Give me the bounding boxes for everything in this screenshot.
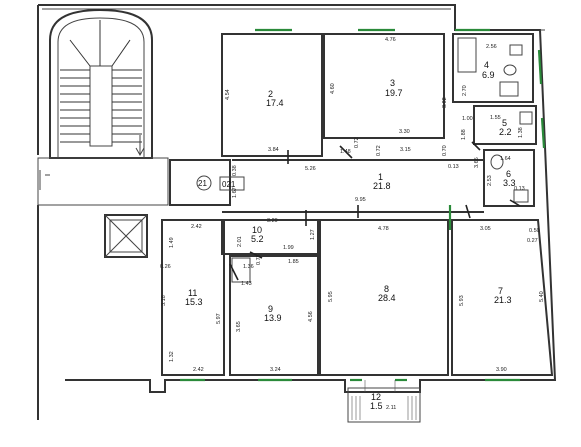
room-7-area: 21.3 bbox=[494, 295, 512, 305]
dim-label: 1.36 bbox=[243, 264, 254, 270]
dim-label: 1.49 bbox=[169, 237, 175, 248]
room-1-number: 1 bbox=[378, 172, 383, 182]
room-8-number: 8 bbox=[384, 284, 389, 294]
dim-label: 3.92 bbox=[442, 97, 448, 108]
room-labels: 2 17.4 3 19.7 4 6.9 5 2.2 6 3.3 1 21.8 7… bbox=[185, 60, 516, 411]
elevator-shaft bbox=[104, 214, 148, 258]
dim-label: 4.78 bbox=[378, 226, 389, 232]
dim-label: 1.67 bbox=[232, 187, 238, 198]
room-5-area: 2.2 bbox=[499, 127, 512, 137]
dim-label: 5.95 bbox=[328, 291, 334, 302]
dim-label: 3.15 bbox=[400, 147, 411, 153]
dim-label: 0.13 bbox=[448, 164, 459, 170]
room-4-area: 6.9 bbox=[482, 70, 495, 80]
lobby-box-label: 021 bbox=[222, 180, 236, 189]
dim-label: 9.95 bbox=[355, 197, 366, 203]
dim-label: 1.55 bbox=[490, 115, 501, 121]
dim-label: 0.75 bbox=[256, 254, 262, 265]
dim-label: 1.64 bbox=[500, 156, 511, 162]
dim-label: 2.42 bbox=[191, 224, 202, 230]
lobby-circle bbox=[196, 175, 212, 191]
dim-label: 0.26 bbox=[160, 264, 171, 270]
dim-label: 0.50 bbox=[529, 228, 540, 234]
dim-label: 4.56 bbox=[308, 311, 314, 322]
dim-label: 1.00 bbox=[462, 116, 473, 122]
dim-label: 1.27 bbox=[310, 229, 316, 240]
room-2-number: 2 bbox=[268, 89, 273, 99]
dim-label: 1.43 bbox=[241, 281, 252, 287]
dim-label: 3.30 bbox=[399, 129, 410, 135]
dim-label: 5.40 bbox=[539, 291, 545, 302]
interior-walls bbox=[161, 33, 554, 423]
room-9-number: 9 bbox=[268, 304, 273, 314]
dim-label: 4.76 bbox=[385, 37, 396, 43]
entrance-steps bbox=[351, 380, 417, 420]
room-2-area: 17.4 bbox=[266, 98, 284, 108]
dim-label: 3.65 bbox=[474, 157, 480, 168]
dim-label: 3.05 bbox=[480, 226, 491, 232]
dim-label: 4.60 bbox=[330, 83, 336, 94]
dim-label: 1.88 bbox=[461, 129, 467, 140]
dim-label: 5.97 bbox=[216, 313, 222, 324]
room-12-number: 12 bbox=[371, 392, 381, 402]
dim-label: 1.85 bbox=[288, 259, 299, 265]
room-7-number: 7 bbox=[498, 286, 503, 296]
dim-label: 0.70 bbox=[442, 145, 448, 156]
dim-label: 2.53 bbox=[487, 175, 493, 186]
dim-label: 1.99 bbox=[283, 245, 294, 251]
entry-lobby bbox=[169, 159, 245, 206]
room-6-number: 6 bbox=[506, 169, 511, 179]
room-12-area: 1.5 bbox=[370, 401, 383, 411]
room-5-number: 5 bbox=[502, 118, 507, 128]
room-10-number: 10 bbox=[252, 225, 262, 235]
room-4-number: 4 bbox=[484, 60, 489, 70]
dim-label: 0.38 bbox=[232, 165, 238, 176]
room-10-area: 5.2 bbox=[251, 234, 264, 244]
dim-label: 2.11 bbox=[386, 405, 396, 411]
dim-label: 2.70 bbox=[462, 85, 468, 96]
dim-label: 3.24 bbox=[270, 367, 281, 373]
doors bbox=[229, 141, 521, 281]
dim-label: 3.29 bbox=[267, 218, 278, 224]
windows bbox=[180, 28, 546, 382]
room-9-area: 13.9 bbox=[264, 313, 282, 323]
dim-label: 1.32 bbox=[169, 351, 175, 362]
room-11-area: 15.3 bbox=[185, 297, 203, 307]
dim-label: 2.01 bbox=[237, 236, 243, 247]
room-8-area: 28.4 bbox=[378, 293, 396, 303]
lobby-circle-label: 21 bbox=[198, 179, 207, 188]
dim-label: 2.42 bbox=[193, 367, 204, 373]
dim-label: 4.54 bbox=[225, 89, 231, 100]
dim-label: 0.72 bbox=[376, 145, 382, 156]
room-11-number: 11 bbox=[188, 288, 197, 298]
room-6-area: 3.3 bbox=[503, 178, 516, 188]
dim-label: 0.72 bbox=[354, 137, 360, 148]
dimension-labels: 4.76 4.54 4.60 3.92 2.70 2.56 1.00 1.55 … bbox=[160, 37, 545, 411]
room-3-number: 3 bbox=[390, 78, 395, 88]
dim-label: 1.38 bbox=[518, 127, 524, 138]
stairwell bbox=[37, 8, 169, 206]
dim-label: 3.90 bbox=[496, 367, 507, 373]
room-3-area: 19.7 bbox=[385, 88, 403, 98]
dim-label: 5.93 bbox=[459, 295, 465, 306]
dim-label: 2.56 bbox=[486, 44, 497, 50]
room-1-area: 21.8 bbox=[373, 181, 391, 191]
dim-label: 3.65 bbox=[236, 321, 242, 332]
dim-label: 5.26 bbox=[305, 166, 316, 172]
dim-label: 1.48 bbox=[340, 149, 351, 155]
dim-label: 0.13 bbox=[514, 186, 525, 192]
dim-label: 0.27 bbox=[527, 238, 538, 244]
dim-label: 3.84 bbox=[268, 147, 279, 153]
dim-label: 3.18 bbox=[161, 295, 167, 306]
